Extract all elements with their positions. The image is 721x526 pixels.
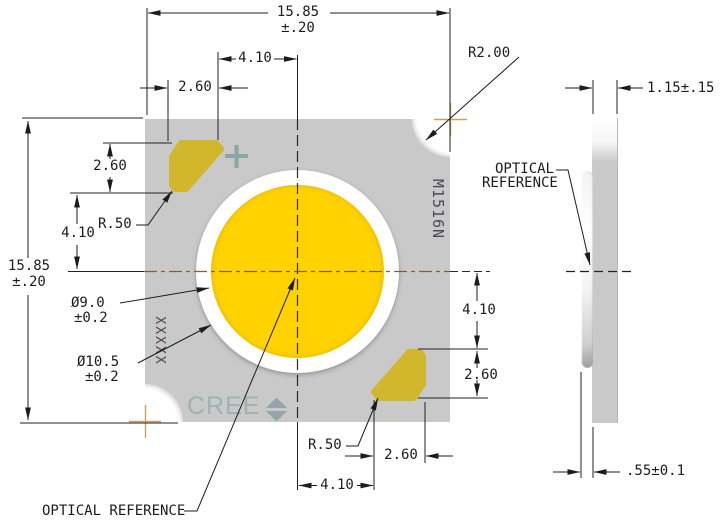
dim-corner-radius: R2.00 <box>468 45 511 61</box>
dim-bottom-center-to-pad: 4.10 <box>320 477 354 493</box>
optical-reference-label: OPTICAL REFERENCE <box>42 503 186 519</box>
dim-aperture-diameter-tol: ±0.2 <box>85 369 119 385</box>
dim-emitter-diameter: Ø9.0 <box>71 295 105 311</box>
polarity-plus-icon <box>225 145 248 168</box>
cree-logo-diamond-icon <box>266 397 287 422</box>
dim-pad-radius-top-left: R.50 <box>98 216 132 232</box>
solder-pad-bottom-right <box>371 349 426 401</box>
dim-top-width: 15.85 <box>276 4 320 20</box>
dim-right-center-to-pad: 4.10 <box>462 302 496 318</box>
centerlines <box>68 55 634 490</box>
extension-lines <box>20 8 618 490</box>
dimension-lines <box>25 10 643 489</box>
dim-left-pad-height: 2.60 <box>93 158 127 174</box>
side-view-lens-bulge <box>581 171 593 368</box>
dim-side-thickness: 1.15±.15 <box>647 80 715 96</box>
dim-top-pad-width: 2.60 <box>178 79 212 95</box>
dim-emitter-diameter-tol: ±0.2 <box>74 310 108 326</box>
dim-pad-radius-bottom-right: R.50 <box>308 437 342 453</box>
dim-left-height-tol: ±.20 <box>12 274 46 290</box>
leader-lines <box>119 56 591 512</box>
side-view-top-highlight <box>592 118 617 162</box>
side-optical-ref-line2: REFERENCE <box>482 175 558 191</box>
dim-left-pad-to-center: 4.10 <box>61 225 95 241</box>
side-optical-ref-line1: OPTICAL <box>494 161 554 177</box>
dim-top-width-tol: ±.20 <box>281 20 315 36</box>
side-view-substrate <box>592 118 618 423</box>
dim-left-height: 15.85 <box>7 258 51 274</box>
dim-bottom-pad-width: 2.60 <box>384 447 418 463</box>
dim-right-pad-height: 2.60 <box>464 367 498 383</box>
solder-pad-top-left <box>169 140 224 192</box>
dim-aperture-diameter: Ø10.5 <box>77 354 120 370</box>
dim-top-pad-to-center: 4.10 <box>238 50 272 66</box>
cree-logo-text: CREE <box>187 392 261 420</box>
dim-side-lens-height: .55±0.1 <box>626 463 686 479</box>
